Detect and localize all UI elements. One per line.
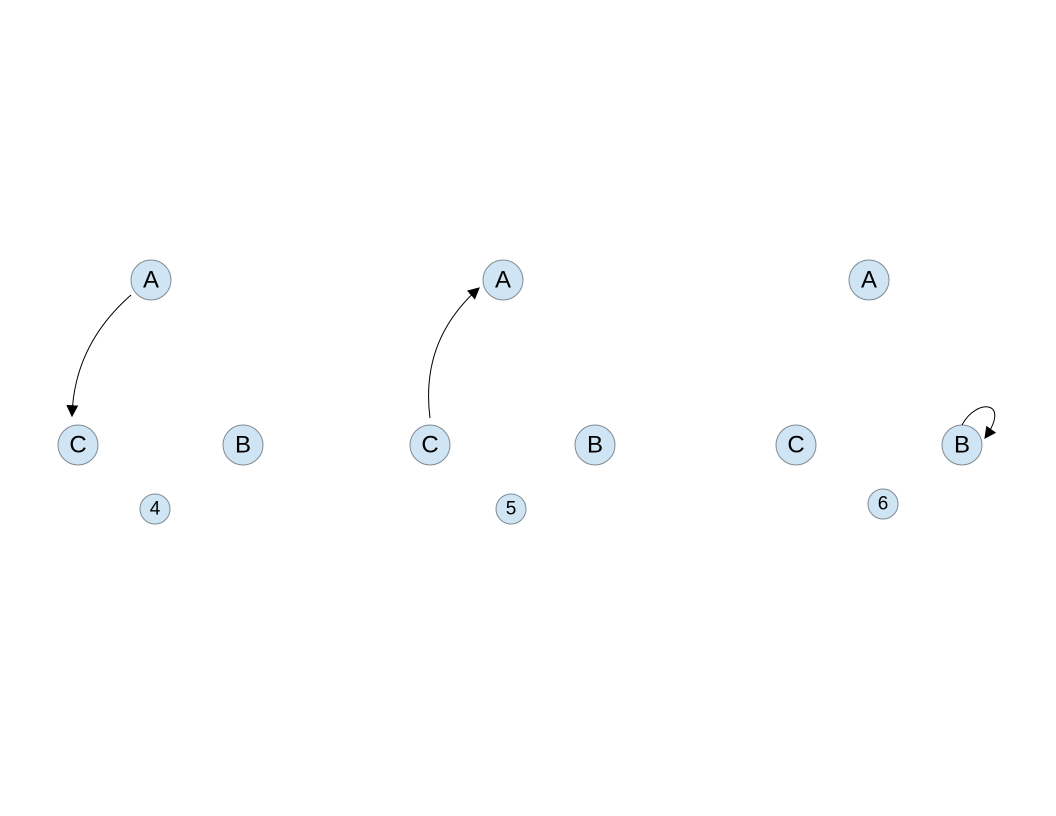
step-number-5: 5	[506, 499, 517, 520]
node-c-label: C	[787, 432, 804, 459]
node-a: A	[482, 259, 524, 301]
step-badge: 5	[495, 493, 527, 525]
step-badge: 4	[139, 493, 171, 525]
node-b-circle	[574, 424, 616, 466]
edge-c-to-a	[428, 287, 480, 419]
node-c-circle	[409, 424, 451, 466]
node-c: C	[775, 424, 817, 466]
step-badge: 6	[867, 488, 899, 520]
node-a-label: A	[495, 267, 511, 294]
step-badge-circle	[495, 493, 527, 525]
node-c-circle	[57, 424, 99, 466]
node-c: C	[57, 424, 99, 466]
edge-a-to-c	[66, 294, 132, 418]
step-number-4: 4	[150, 499, 161, 520]
node-a-circle	[848, 259, 890, 301]
node-b-label: B	[235, 432, 251, 459]
step-badge-circle	[867, 488, 899, 520]
node-b-label: B	[587, 432, 603, 459]
panel-step-5: A C B 5	[409, 259, 616, 525]
panel-step-6: A C B 6	[775, 259, 997, 520]
panel-step-4: A C B 4	[57, 259, 264, 525]
node-b: B	[941, 424, 983, 466]
node-a-circle	[482, 259, 524, 301]
node-c-label: C	[69, 432, 86, 459]
node-a-label: A	[143, 267, 159, 294]
node-a-label: A	[861, 267, 877, 294]
node-c: C	[409, 424, 451, 466]
node-c-circle	[775, 424, 817, 466]
node-b-circle	[222, 424, 264, 466]
node-a: A	[848, 259, 890, 301]
edge-b-self-loop	[961, 406, 997, 439]
step-badge-circle	[139, 493, 171, 525]
node-a-circle	[130, 259, 172, 301]
node-b: B	[222, 424, 264, 466]
step-number-6: 6	[878, 494, 889, 515]
node-c-label: C	[421, 432, 438, 459]
node-a: A	[130, 259, 172, 301]
node-b: B	[574, 424, 616, 466]
node-b-label: B	[954, 432, 970, 459]
